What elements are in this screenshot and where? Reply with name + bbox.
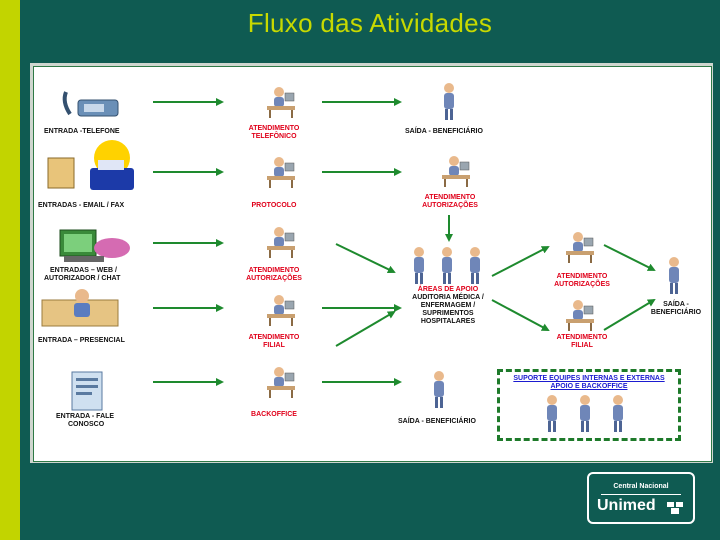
- diagram-panel: [33, 66, 712, 462]
- attendant-icon: [565, 231, 595, 264]
- beneficiary-icon: [444, 83, 454, 120]
- support-person-icon: [470, 247, 480, 284]
- attendant-icon: [266, 226, 296, 259]
- stage-label: BACKOFFICE: [251, 411, 297, 418]
- areas-apoio-line: HOSPITALARES: [420, 318, 476, 325]
- logo-divider: [601, 494, 681, 495]
- page-title: Fluxo das Atividades: [247, 8, 493, 38]
- stage-label: ATENDIMENTO: [248, 334, 300, 341]
- autorizacoes-label: ATENDIMENTO: [424, 194, 476, 201]
- support-subtitle: APOIO E BACKOFFICE: [550, 383, 628, 390]
- support-box: [497, 369, 681, 441]
- unimed-symbol-icon: [667, 502, 683, 514]
- accent-bar: [0, 0, 20, 540]
- unimed-logo: Central Nacional Unimed: [587, 472, 695, 524]
- support-title: SUPORTE EQUIPES INTERNAS E EXTERNAS: [513, 375, 665, 382]
- input-label-fale: ENTRADA - FALE: [56, 413, 115, 420]
- saida-right-label: SAÍDA -: [663, 301, 689, 308]
- support-person-icon: [414, 247, 424, 284]
- saida-label-top: SAÍDA - BENEFICIÁRIO: [405, 128, 483, 135]
- right-filial-label: ATENDIMENTO: [556, 334, 608, 341]
- input-label-telefone: ENTRADA -TELEFONE: [44, 128, 120, 135]
- stage-label: ATENDIMENTO: [248, 267, 300, 274]
- stage-label-2: TELEFÔNICO: [251, 133, 297, 140]
- attendant-icon: [565, 299, 595, 332]
- beneficiary-icon: [434, 371, 444, 408]
- saida-label-bottom: SAÍDA - BENEFICIÁRIO: [398, 418, 476, 425]
- reception-icon: [41, 289, 119, 327]
- arrow-areas-to-autoriz: [491, 246, 550, 277]
- areas-apoio-line: SUPRIMENTOS: [422, 310, 474, 317]
- input-label-presencial: ENTRADA – PRESENCIAL: [38, 337, 125, 344]
- phone-icon: [62, 91, 119, 117]
- stage-label-2: FILIAL: [263, 342, 285, 349]
- stage-label-2: AUTORIZAÇÕES: [246, 275, 302, 282]
- input-label-email: ENTRADAS - EMAIL / FAX: [38, 202, 125, 209]
- input-label-web-2: AUTORIZADOR / CHAT: [44, 275, 121, 282]
- fax-icon: [47, 140, 134, 190]
- input-label-web: ENTRADAS – WEB /: [50, 267, 117, 274]
- areas-apoio-line: ENFERMAGEM /: [420, 302, 476, 309]
- input-label-fale-2: CONOSCO: [68, 421, 105, 428]
- areas-apoio-line: AUDITORIA MÉDICA /: [412, 294, 484, 301]
- attendant-icon: [266, 156, 296, 189]
- attendant-icon: [266, 86, 296, 119]
- arrow-filial-diag: [335, 310, 396, 347]
- stage-label: ATENDIMENTO: [248, 125, 300, 132]
- areas-apoio-title: ÁREAS DE APOIO: [417, 286, 479, 293]
- document-icon: [71, 371, 103, 411]
- attendant-icon: [266, 366, 296, 399]
- right-filial-label-2: FILIAL: [571, 342, 593, 349]
- arrow-autoriz-to-areas: [335, 243, 396, 273]
- logo-big-text: Unimed: [597, 497, 656, 514]
- attendant-icon: [266, 294, 296, 327]
- arrow-autoriz-to-saida: [603, 244, 656, 271]
- right-autoriz-label-2: AUTORIZAÇÕES: [554, 281, 610, 288]
- support-person-icon: [442, 247, 452, 284]
- saida-right-label-2: BENEFICIÁRIO: [650, 309, 702, 316]
- arrow-filial-to-saida: [603, 298, 656, 331]
- logo-small-text: Central Nacional: [613, 483, 669, 490]
- attendant-icon: [441, 155, 471, 188]
- stage-label: PROTOCOLO: [251, 202, 297, 209]
- autorizacoes-label-2: AUTORIZAÇÕES: [422, 202, 478, 209]
- beneficiary-icon: [669, 257, 679, 294]
- computer-icon: [59, 229, 130, 262]
- right-autoriz-label: ATENDIMENTO: [556, 273, 608, 280]
- arrow-areas-to-filial: [491, 299, 550, 331]
